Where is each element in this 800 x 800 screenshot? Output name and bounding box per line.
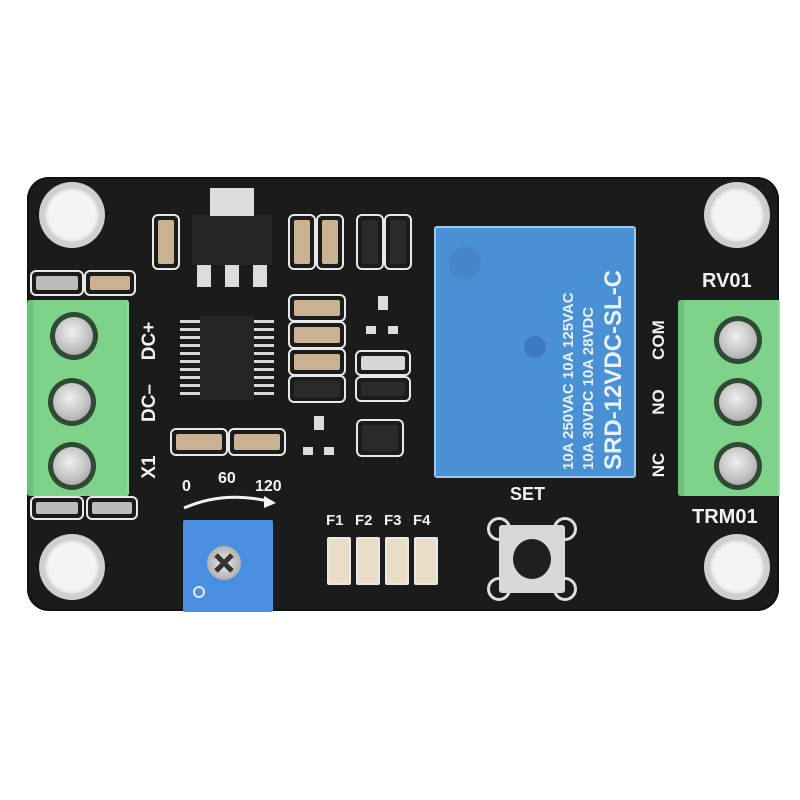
smd-resistor <box>355 350 411 376</box>
pot-direction-arrow-icon <box>183 495 276 510</box>
left-screw-3 <box>48 442 96 490</box>
relay <box>434 226 636 478</box>
set-button-label: SET <box>510 484 546 504</box>
smd-capacitor <box>288 348 346 376</box>
smd-capacitor <box>316 214 344 270</box>
transistor <box>303 447 313 455</box>
right-screw-2 <box>714 378 762 426</box>
transistor <box>366 326 376 334</box>
regulator-pin <box>197 265 211 287</box>
smd-capacitor <box>288 214 316 270</box>
relay-model: SRD-12VDC-SL-C <box>600 269 627 470</box>
smd-capacitor <box>152 214 180 270</box>
relay-marker-dot <box>450 248 480 278</box>
right-screw-1 <box>714 316 762 364</box>
pot-scale-0: 0 <box>182 478 191 495</box>
pot-scale-120: 120 <box>255 478 282 495</box>
led-label-f1: F1 <box>326 512 344 529</box>
left-screw-1 <box>50 312 98 360</box>
mounting-hole-bottom-right <box>710 540 764 594</box>
transistor <box>324 447 334 455</box>
transistor <box>314 416 324 430</box>
led-f2 <box>356 537 380 585</box>
chip-pins-left <box>180 320 200 398</box>
label-no: NO <box>649 389 668 415</box>
led-f1 <box>327 537 351 585</box>
led-f3 <box>385 537 409 585</box>
smd-capacitor <box>288 321 346 349</box>
smd-capacitor <box>228 428 286 456</box>
label-dc-plus: DC+ <box>139 321 160 361</box>
smd-ic-small <box>356 419 404 457</box>
regulator-pin <box>225 265 239 287</box>
pot-scale-60: 60 <box>218 470 236 487</box>
transistor <box>388 326 398 334</box>
smd-diode <box>384 214 412 270</box>
timing-potentiometer[interactable] <box>183 520 273 612</box>
transistor <box>378 296 388 310</box>
regulator-pin <box>253 265 267 287</box>
led-f4 <box>414 537 438 585</box>
mounting-hole-top-left <box>45 188 99 242</box>
smd-capacitor <box>84 270 136 296</box>
led-label-f2: F2 <box>355 512 373 529</box>
led-label-f4: F4 <box>413 512 431 529</box>
voltage-regulator <box>192 215 272 265</box>
label-x1: X1 <box>139 455 160 479</box>
smd-resistor <box>30 270 84 296</box>
mounting-hole-top-right <box>710 188 764 242</box>
label-com: COM <box>649 320 668 360</box>
left-screw-2 <box>48 378 96 426</box>
label-rv01: RV01 <box>702 270 752 292</box>
pot-marker-dot <box>193 586 205 598</box>
smd-capacitor <box>170 428 228 456</box>
mounting-hole-bottom-left <box>45 540 99 594</box>
set-button[interactable] <box>487 517 577 601</box>
chip-pins-right <box>254 320 274 398</box>
label-dc-minus: DC– <box>139 384 160 423</box>
smd-resistor <box>288 375 346 403</box>
regulator-tab <box>210 188 254 216</box>
smd-resistor <box>30 496 84 520</box>
label-nc: NC <box>649 452 668 478</box>
led-label-f3: F3 <box>384 512 402 529</box>
label-trm01: TRM01 <box>692 506 758 528</box>
phillips-cross-icon <box>214 553 234 573</box>
smd-resistor <box>355 376 411 402</box>
smd-resistor <box>86 496 138 520</box>
smd-diode <box>356 214 384 270</box>
button-plunger[interactable] <box>513 539 551 579</box>
right-screw-3 <box>714 442 762 490</box>
relay-rating-line-1: 10A 250VAC 10A 125VAC <box>560 292 577 470</box>
smd-capacitor <box>288 294 346 322</box>
microcontroller-chip <box>200 316 254 400</box>
relay-center-dot <box>524 336 546 358</box>
relay-rating-line-2: 10A 30VDC 10A 28VDC <box>580 306 597 470</box>
